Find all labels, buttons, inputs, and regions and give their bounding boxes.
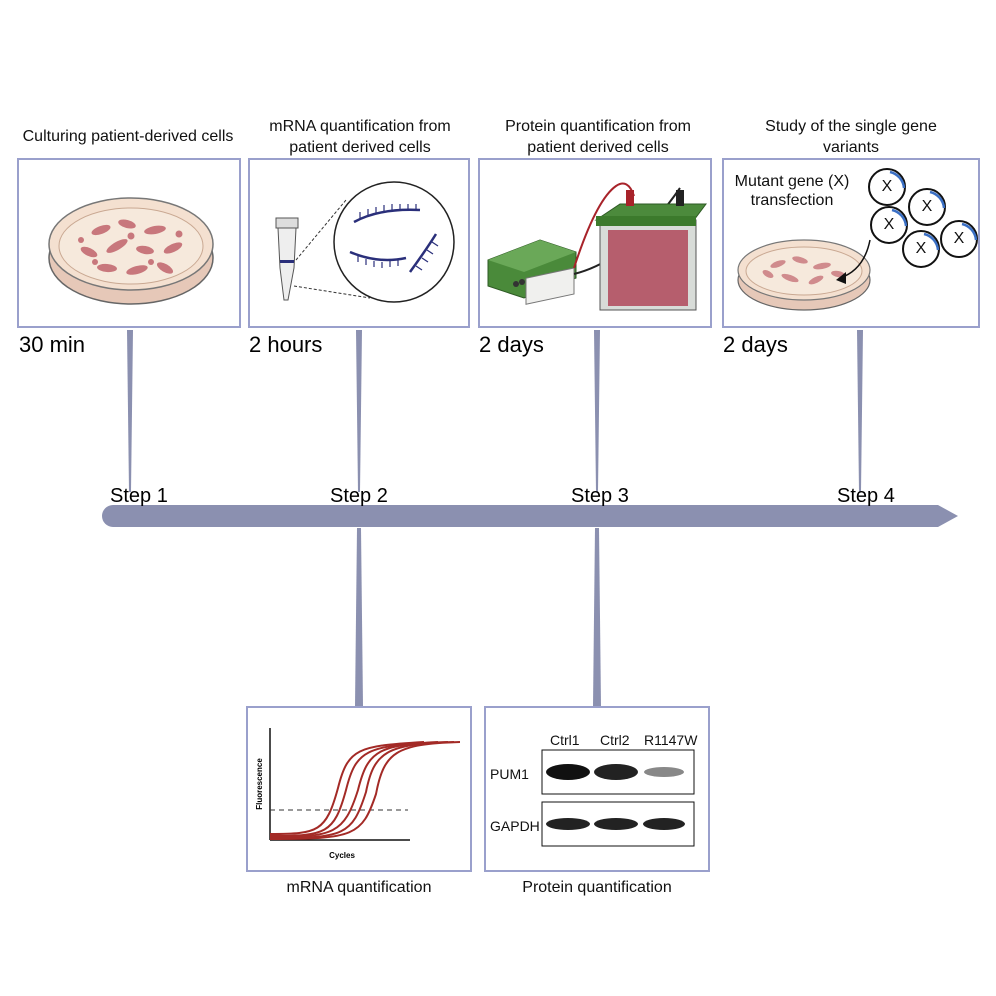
lane-label-ctrl1: Ctrl1: [550, 732, 580, 748]
transfection-label-line2: transfection: [750, 192, 834, 209]
plasmid-label: X: [883, 216, 895, 233]
petri-dish-icon: [737, 239, 871, 311]
step2-title: mRNA quantification from patient derived…: [246, 116, 474, 158]
western-blot-panel: Ctrl1 Ctrl2 R1147W PUM1 GAPDH: [484, 706, 710, 872]
transfection-label-line1: Mutant gene (X): [734, 173, 850, 190]
step4-title-line2: variants: [822, 139, 880, 156]
step1-panel: [17, 158, 241, 328]
step4-label: Step 4: [837, 485, 895, 507]
step3-duration: 2 days: [479, 332, 544, 357]
step4-pointer: [857, 330, 863, 492]
western-caption: Protein quantification: [522, 879, 672, 896]
step2-label: Step 2: [330, 485, 388, 507]
step1-pointer: [127, 330, 133, 492]
transfection-label: Mutant gene (X) transfection: [732, 172, 852, 210]
row-label-gapdh: GAPDH: [490, 818, 540, 834]
step4-panel: Mutant gene (X) transfection X X X: [722, 158, 980, 328]
tube-icon: [275, 217, 299, 301]
gel-tank-icon: [594, 190, 707, 311]
row-label-pum1: PUM1: [490, 766, 529, 782]
step3-title-line2: patient derived cells: [527, 139, 669, 156]
step3-title: Protein quantification from patient deri…: [476, 116, 720, 158]
qpcr-caption: mRNA quantification: [286, 879, 432, 896]
step2-title-line1: mRNA quantification from: [269, 118, 451, 135]
step1-title: Culturing patient-derived cells: [22, 128, 234, 145]
step3-title-line1: Protein quantification from: [505, 118, 691, 135]
step3-pointer: [594, 330, 600, 492]
step2-title-line2: patient derived cells: [289, 139, 431, 156]
plasmid-label: X: [881, 178, 893, 195]
step1-label: Step 1: [110, 485, 168, 507]
step2-pointer: [356, 330, 362, 492]
step2-duration: 2 hours: [249, 332, 323, 357]
step4-duration: 2 days: [723, 332, 788, 357]
step4-title-line1: Study of the single gene: [765, 118, 937, 135]
qpcr-plot: Fluorescence Cycles: [255, 728, 461, 860]
step3-panel: [478, 158, 712, 328]
power-supply-icon: [487, 239, 577, 305]
step4-title: Study of the single gene variants: [722, 116, 980, 158]
qpcr-xlabel: Cycles: [329, 851, 355, 860]
step2-down-pointer: [355, 528, 363, 706]
qpcr-ylabel: Fluorescence: [255, 758, 264, 810]
plasmid-arcs: [889, 170, 978, 251]
electrophoresis-icon: [487, 182, 707, 311]
timeline-arrow: [102, 505, 958, 527]
lane-label-r1147w: R1147W: [644, 732, 698, 748]
rna-extraction-icon: [275, 181, 455, 303]
lane-label-ctrl2: Ctrl2: [600, 732, 630, 748]
petri-dish-icon: [48, 197, 214, 305]
step3-label: Step 3: [571, 485, 629, 507]
step3-down-pointer: [593, 528, 601, 706]
plasmid-label: X: [921, 198, 933, 215]
step1-duration: 30 min: [19, 332, 86, 357]
blot-bands: [541, 749, 695, 847]
transfection-diagram: [737, 239, 871, 311]
plasmid-label: X: [953, 230, 965, 247]
plasmid-label: X: [915, 240, 927, 257]
step2-panel: [248, 158, 470, 328]
qpcr-panel: Fluorescence Cycles: [246, 706, 472, 872]
